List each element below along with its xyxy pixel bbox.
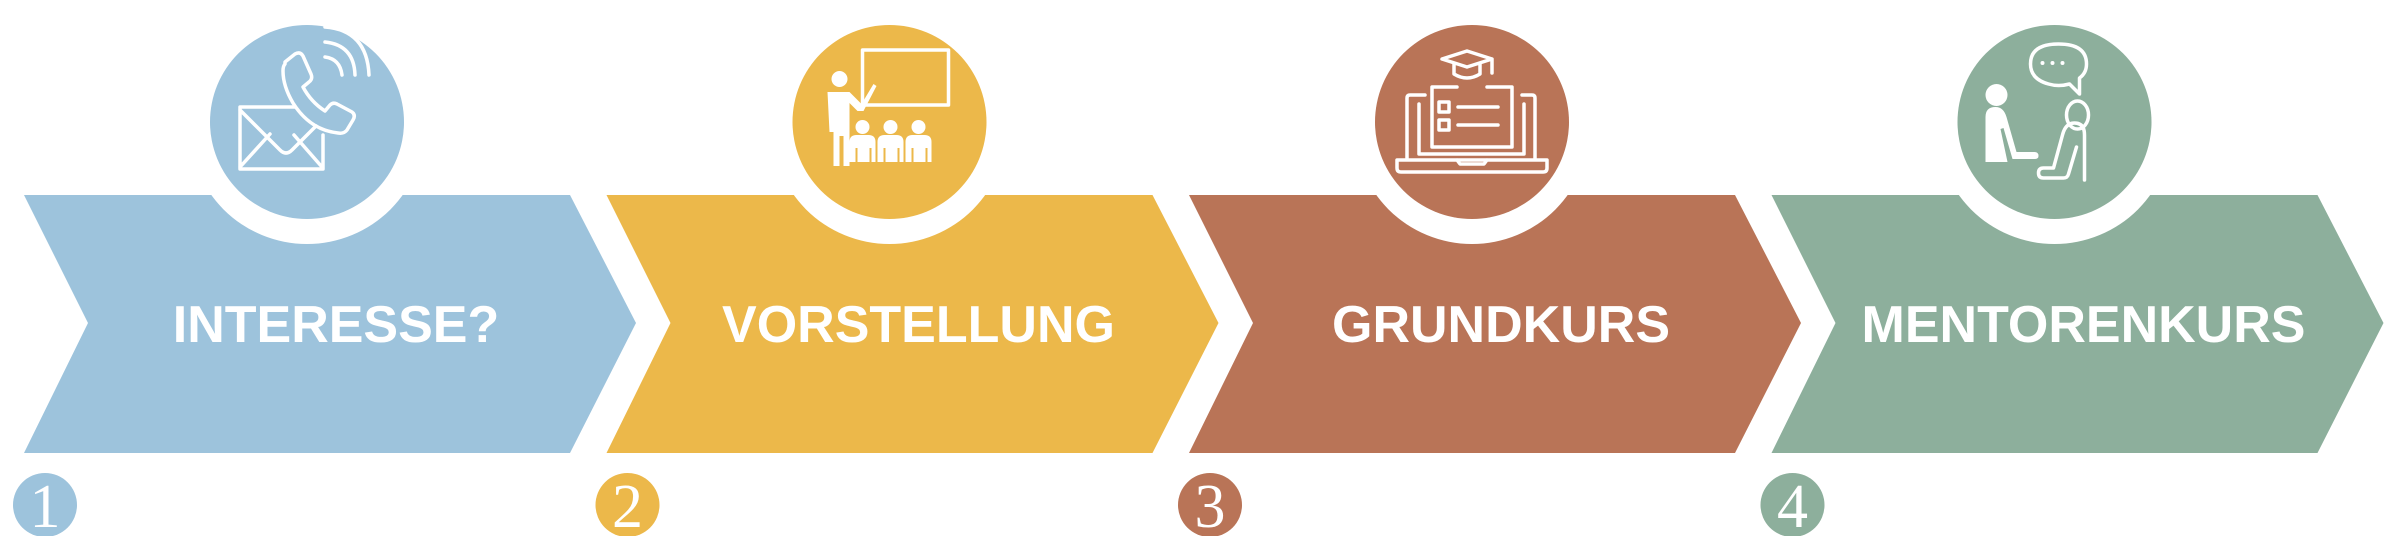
step-number-badge <box>1178 473 1242 536</box>
step-label: MENTORENKURS <box>1862 296 2306 354</box>
laptop-course-icon <box>1395 49 1549 174</box>
step-number: 3 <box>1195 473 1226 536</box>
icon-circle <box>1957 25 2152 219</box>
step-number-badge <box>1760 473 1825 536</box>
step-3: GRUNDKURS 3 <box>1178 8 1801 536</box>
presentation-icon <box>827 48 951 166</box>
step-number-badge <box>13 473 77 536</box>
step-number-badge <box>595 473 660 536</box>
step-4: MENTORENKURS 4 <box>1760 8 2384 536</box>
step-number: 4 <box>1777 473 1808 536</box>
phone-mail-icon <box>238 25 371 171</box>
mentoring-icon <box>1985 42 2091 182</box>
chevron-arrow <box>24 195 636 453</box>
step-label: VORSTELLUNG <box>722 296 1115 354</box>
step-number: 2 <box>612 473 643 536</box>
step-label: INTERESSE? <box>173 296 500 354</box>
chevron-arrow <box>1189 195 1801 453</box>
step-number: 1 <box>30 473 61 536</box>
chevron-arrow <box>606 195 1219 453</box>
chevron-arrow <box>1771 195 2384 453</box>
step-label: GRUNDKURS <box>1332 296 1670 354</box>
step-1: INTERESSE? 1 <box>13 8 636 536</box>
step-2: VORSTELLUNG 2 <box>595 8 1219 536</box>
